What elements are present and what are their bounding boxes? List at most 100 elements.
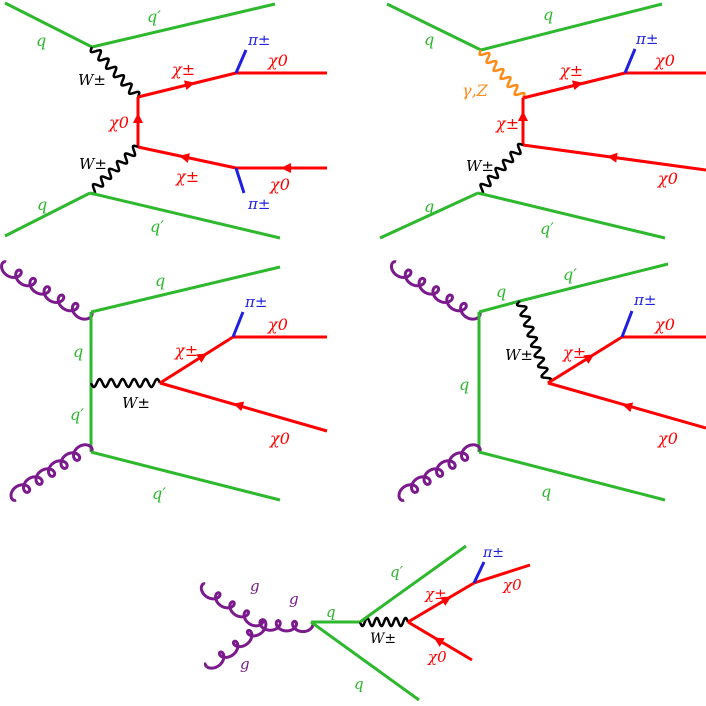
label-q: q bbox=[36, 31, 46, 50]
label-q: q bbox=[326, 603, 336, 621]
gluon-line bbox=[199, 582, 265, 628]
label-q: q bbox=[541, 482, 551, 501]
label-pion: π± bbox=[635, 30, 658, 48]
w-boson-line bbox=[89, 377, 162, 389]
diagram-1: q q′ W± χ± π± χ0 χ0 W± χ± π± χ0 q q′ bbox=[4, 1, 327, 240]
quark-line bbox=[91, 2, 276, 49]
label-neutralino: χ0 bbox=[108, 113, 129, 132]
label-w: W± bbox=[466, 157, 494, 175]
quark-line bbox=[478, 299, 521, 314]
gluon-line bbox=[0, 260, 94, 321]
w-boson-line bbox=[477, 142, 524, 196]
label-w: W± bbox=[370, 631, 396, 647]
quark-line bbox=[90, 450, 281, 502]
gluon-line bbox=[203, 618, 268, 670]
quark-line bbox=[310, 620, 420, 702]
label-chargino: χ± bbox=[424, 585, 447, 603]
label-neutralino: χ0 bbox=[657, 169, 678, 188]
label-pion: π± bbox=[633, 291, 656, 309]
label-chargino: χ± bbox=[175, 167, 199, 186]
label-q: q bbox=[496, 282, 506, 301]
diagram-2: q q γ,Z χ± π± χ0 χ± W± χ0 q q′ bbox=[379, 2, 706, 240]
label-w: W± bbox=[122, 394, 150, 412]
photon-z-line bbox=[478, 49, 526, 99]
neutralino-line bbox=[547, 381, 706, 430]
label-chargino: χ± bbox=[562, 343, 586, 362]
label-g: g bbox=[289, 590, 299, 608]
label-q: q bbox=[424, 197, 434, 216]
label-q-prime: q′ bbox=[152, 484, 166, 503]
w-boson-line bbox=[358, 616, 410, 628]
quark-line bbox=[386, 2, 482, 52]
pion-line bbox=[623, 48, 637, 74]
label-q-prime: q′ bbox=[563, 265, 577, 284]
label-w: W± bbox=[78, 71, 106, 89]
w-boson-line bbox=[89, 144, 139, 196]
w-boson-line bbox=[89, 46, 141, 98]
pion-line bbox=[472, 561, 486, 584]
chargino-line bbox=[137, 145, 237, 170]
label-chargino: χ± bbox=[559, 61, 583, 80]
neutralino-line bbox=[522, 143, 706, 172]
quark-line bbox=[359, 544, 467, 624]
label-neutralino: χ0 bbox=[267, 51, 288, 70]
neutralino-line bbox=[473, 563, 531, 585]
label-neutralino: χ0 bbox=[269, 175, 290, 194]
diagram-5: g g g q W± q′ χ± π± χ0 χ0 q bbox=[199, 544, 531, 702]
label-w: W± bbox=[505, 346, 533, 364]
quark-line bbox=[89, 191, 281, 240]
gluon-line bbox=[9, 443, 94, 502]
label-q-prime: q′ bbox=[70, 405, 84, 424]
neutralino-line bbox=[159, 381, 328, 433]
label-neutralino: χ0 bbox=[502, 576, 522, 594]
pion-line bbox=[234, 167, 246, 194]
label-pion: π± bbox=[247, 195, 270, 213]
label-chargino: χ± bbox=[174, 341, 198, 360]
label-q-prime: q′ bbox=[147, 7, 161, 26]
label-chargino: χ± bbox=[171, 60, 195, 79]
quark-line bbox=[519, 262, 669, 303]
pion-line bbox=[620, 310, 634, 338]
label-w: W± bbox=[79, 155, 107, 173]
label-q: q bbox=[424, 30, 434, 49]
diagram-4: q q′ W± χ± π± χ0 q χ0 q bbox=[389, 260, 706, 502]
quark-line bbox=[477, 191, 666, 240]
quark-line bbox=[480, 2, 663, 52]
label-q: q bbox=[73, 342, 83, 361]
w-boson-line bbox=[515, 300, 553, 384]
label-neutralino: χ0 bbox=[654, 51, 675, 70]
label-pion: π± bbox=[244, 293, 267, 311]
gluon-line bbox=[389, 260, 482, 321]
gluon-line bbox=[258, 618, 315, 634]
label-g: g bbox=[250, 577, 260, 595]
label-q-prime: q′ bbox=[150, 217, 164, 236]
label-pion: π± bbox=[247, 31, 270, 49]
label-neutralino: χ0 bbox=[654, 315, 675, 334]
label-q: q bbox=[37, 195, 47, 214]
label-q-prime: q′ bbox=[390, 563, 404, 581]
pion-line bbox=[231, 311, 245, 338]
label-neutralino: χ0 bbox=[267, 315, 288, 334]
quark-line bbox=[4, 191, 91, 238]
label-q: q bbox=[155, 271, 165, 290]
label-q: q bbox=[354, 675, 364, 693]
quark-line bbox=[478, 450, 666, 502]
label-g: g bbox=[240, 655, 250, 673]
pion-line bbox=[234, 49, 248, 74]
label-chargino: χ± bbox=[495, 114, 519, 133]
label-neutralino: χ0 bbox=[427, 648, 447, 666]
label-q: q bbox=[543, 5, 553, 24]
label-neutralino: χ0 bbox=[269, 429, 290, 448]
label-gamma-z: γ,Z bbox=[462, 81, 489, 100]
gluon-line bbox=[397, 443, 482, 502]
quark-line bbox=[4, 1, 93, 49]
diagram-3: q q q′ W± χ± π± χ0 χ0 q′ bbox=[0, 260, 328, 503]
quark-line bbox=[379, 191, 479, 240]
label-pion: π± bbox=[482, 545, 504, 561]
label-neutralino: χ0 bbox=[657, 429, 678, 448]
label-q: q bbox=[459, 375, 469, 394]
label-q-prime: q′ bbox=[540, 219, 554, 238]
quark-line bbox=[90, 265, 281, 314]
